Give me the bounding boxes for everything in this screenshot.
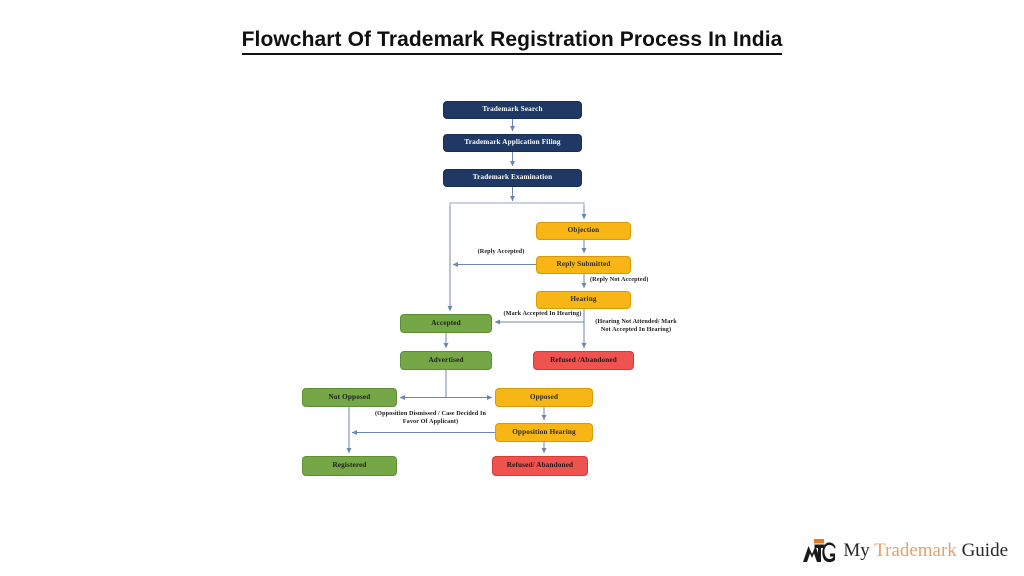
edge-label-hearing-not-attended: (Hearing Not Attended/ Mark Not Accepted…: [595, 318, 677, 333]
node-refused-abandoned-hearing[interactable]: Refused /Abandoned: [533, 351, 634, 370]
node-registered[interactable]: Registered: [302, 456, 397, 476]
edge-label-mark-accepted-in-hearing: (Mark Accepted In Hearing): [503, 310, 582, 317]
page-title-text: Flowchart Of Trademark Registration Proc…: [241, 28, 783, 55]
page-title: Flowchart Of Trademark Registration Proc…: [0, 28, 1024, 55]
node-opposition-hearing[interactable]: Opposition Hearing: [495, 423, 593, 442]
brand-word-guide: Guide: [961, 540, 1008, 561]
node-objection[interactable]: Objection: [536, 222, 631, 240]
node-trademark-examination[interactable]: Trademark Examination: [443, 169, 582, 187]
node-advertised[interactable]: Advertised: [400, 351, 492, 370]
mtg-monogram-icon: [803, 539, 836, 563]
brand-word-my: My: [843, 540, 870, 561]
brand-wordmark: My Trademark Guide: [843, 540, 1008, 562]
edge-label-reply-not-accepted: (Reply Not Accepted): [590, 276, 649, 283]
node-hearing[interactable]: Hearing: [536, 291, 631, 309]
edge-label-reply-accepted: (Reply Accepted): [477, 248, 525, 255]
node-refused-abandoned-opposition[interactable]: Refused/ Abandoned: [492, 456, 588, 476]
edge-examination-bus: [449, 202, 585, 208]
node-opposed[interactable]: Opposed: [495, 388, 593, 407]
node-reply-submitted[interactable]: Reply Submitted: [536, 256, 631, 274]
node-trademark-application-filing[interactable]: Trademark Application Filing: [443, 134, 582, 152]
brand-logo: My Trademark Guide: [802, 538, 1008, 564]
node-accepted[interactable]: Accepted: [400, 314, 492, 333]
brand-word-trademark: Trademark: [874, 540, 957, 561]
edge-label-opposition-dismissed: (Opposition Dismissed / Case Decided In …: [375, 410, 486, 425]
node-not-opposed[interactable]: Not Opposed: [302, 388, 397, 407]
node-trademark-search[interactable]: Trademark Search: [443, 101, 582, 119]
